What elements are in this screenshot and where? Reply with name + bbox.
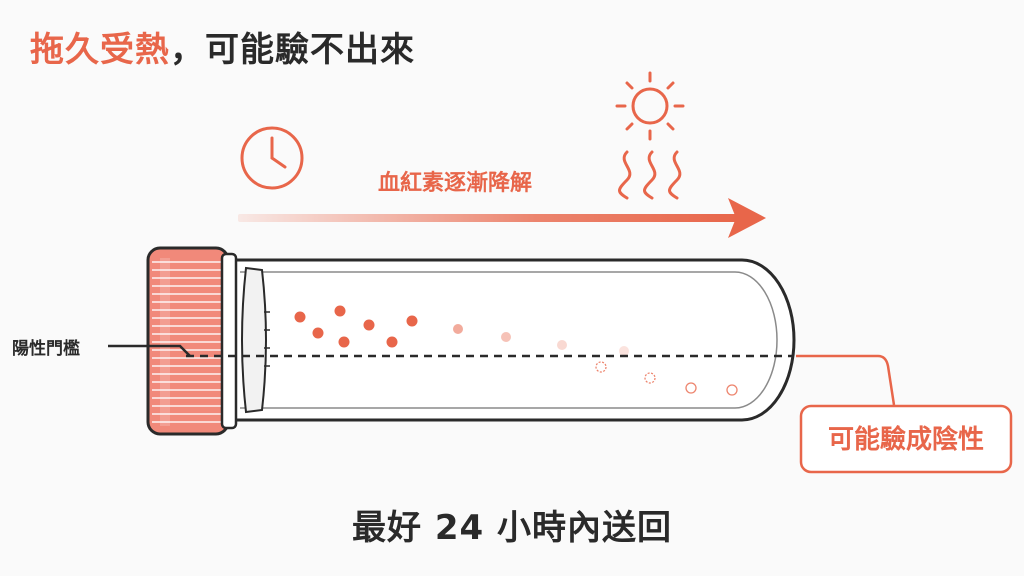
sample-tube bbox=[230, 258, 796, 422]
particle bbox=[334, 305, 346, 317]
particle bbox=[312, 327, 324, 339]
tube-cap bbox=[146, 246, 238, 436]
particle bbox=[557, 340, 567, 350]
particle bbox=[453, 324, 463, 334]
particle bbox=[501, 332, 511, 342]
result-leader bbox=[796, 354, 896, 406]
hemoglobin-particles bbox=[294, 305, 738, 396]
sun-icon bbox=[615, 71, 685, 141]
degradation-arrow bbox=[238, 198, 766, 238]
heat-waves-icon bbox=[618, 150, 682, 200]
particle bbox=[726, 384, 738, 396]
result-label: 可能驗成陰性 bbox=[828, 424, 984, 455]
clock-icon bbox=[240, 126, 304, 190]
title-rest: ，可能驗不出來 bbox=[170, 30, 415, 70]
page-title: 拖久受熱，可能驗不出來 bbox=[30, 22, 415, 71]
particle bbox=[595, 361, 607, 373]
threshold-leader bbox=[108, 344, 191, 357]
particle bbox=[644, 372, 656, 384]
particle bbox=[685, 382, 697, 394]
arrow-label: 血紅素逐漸降解 bbox=[378, 170, 532, 196]
footer-note: 最好 24 小時內送回 bbox=[352, 508, 672, 548]
result-callout: 可能驗成陰性 bbox=[799, 404, 1013, 474]
particle bbox=[619, 346, 629, 356]
particle bbox=[386, 336, 398, 348]
particle bbox=[363, 319, 375, 331]
particle bbox=[338, 336, 350, 348]
title-accent: 拖久受熱 bbox=[30, 30, 170, 70]
particle bbox=[294, 311, 306, 323]
threshold-label: 陽性門檻 bbox=[12, 338, 80, 359]
particle bbox=[406, 315, 418, 327]
